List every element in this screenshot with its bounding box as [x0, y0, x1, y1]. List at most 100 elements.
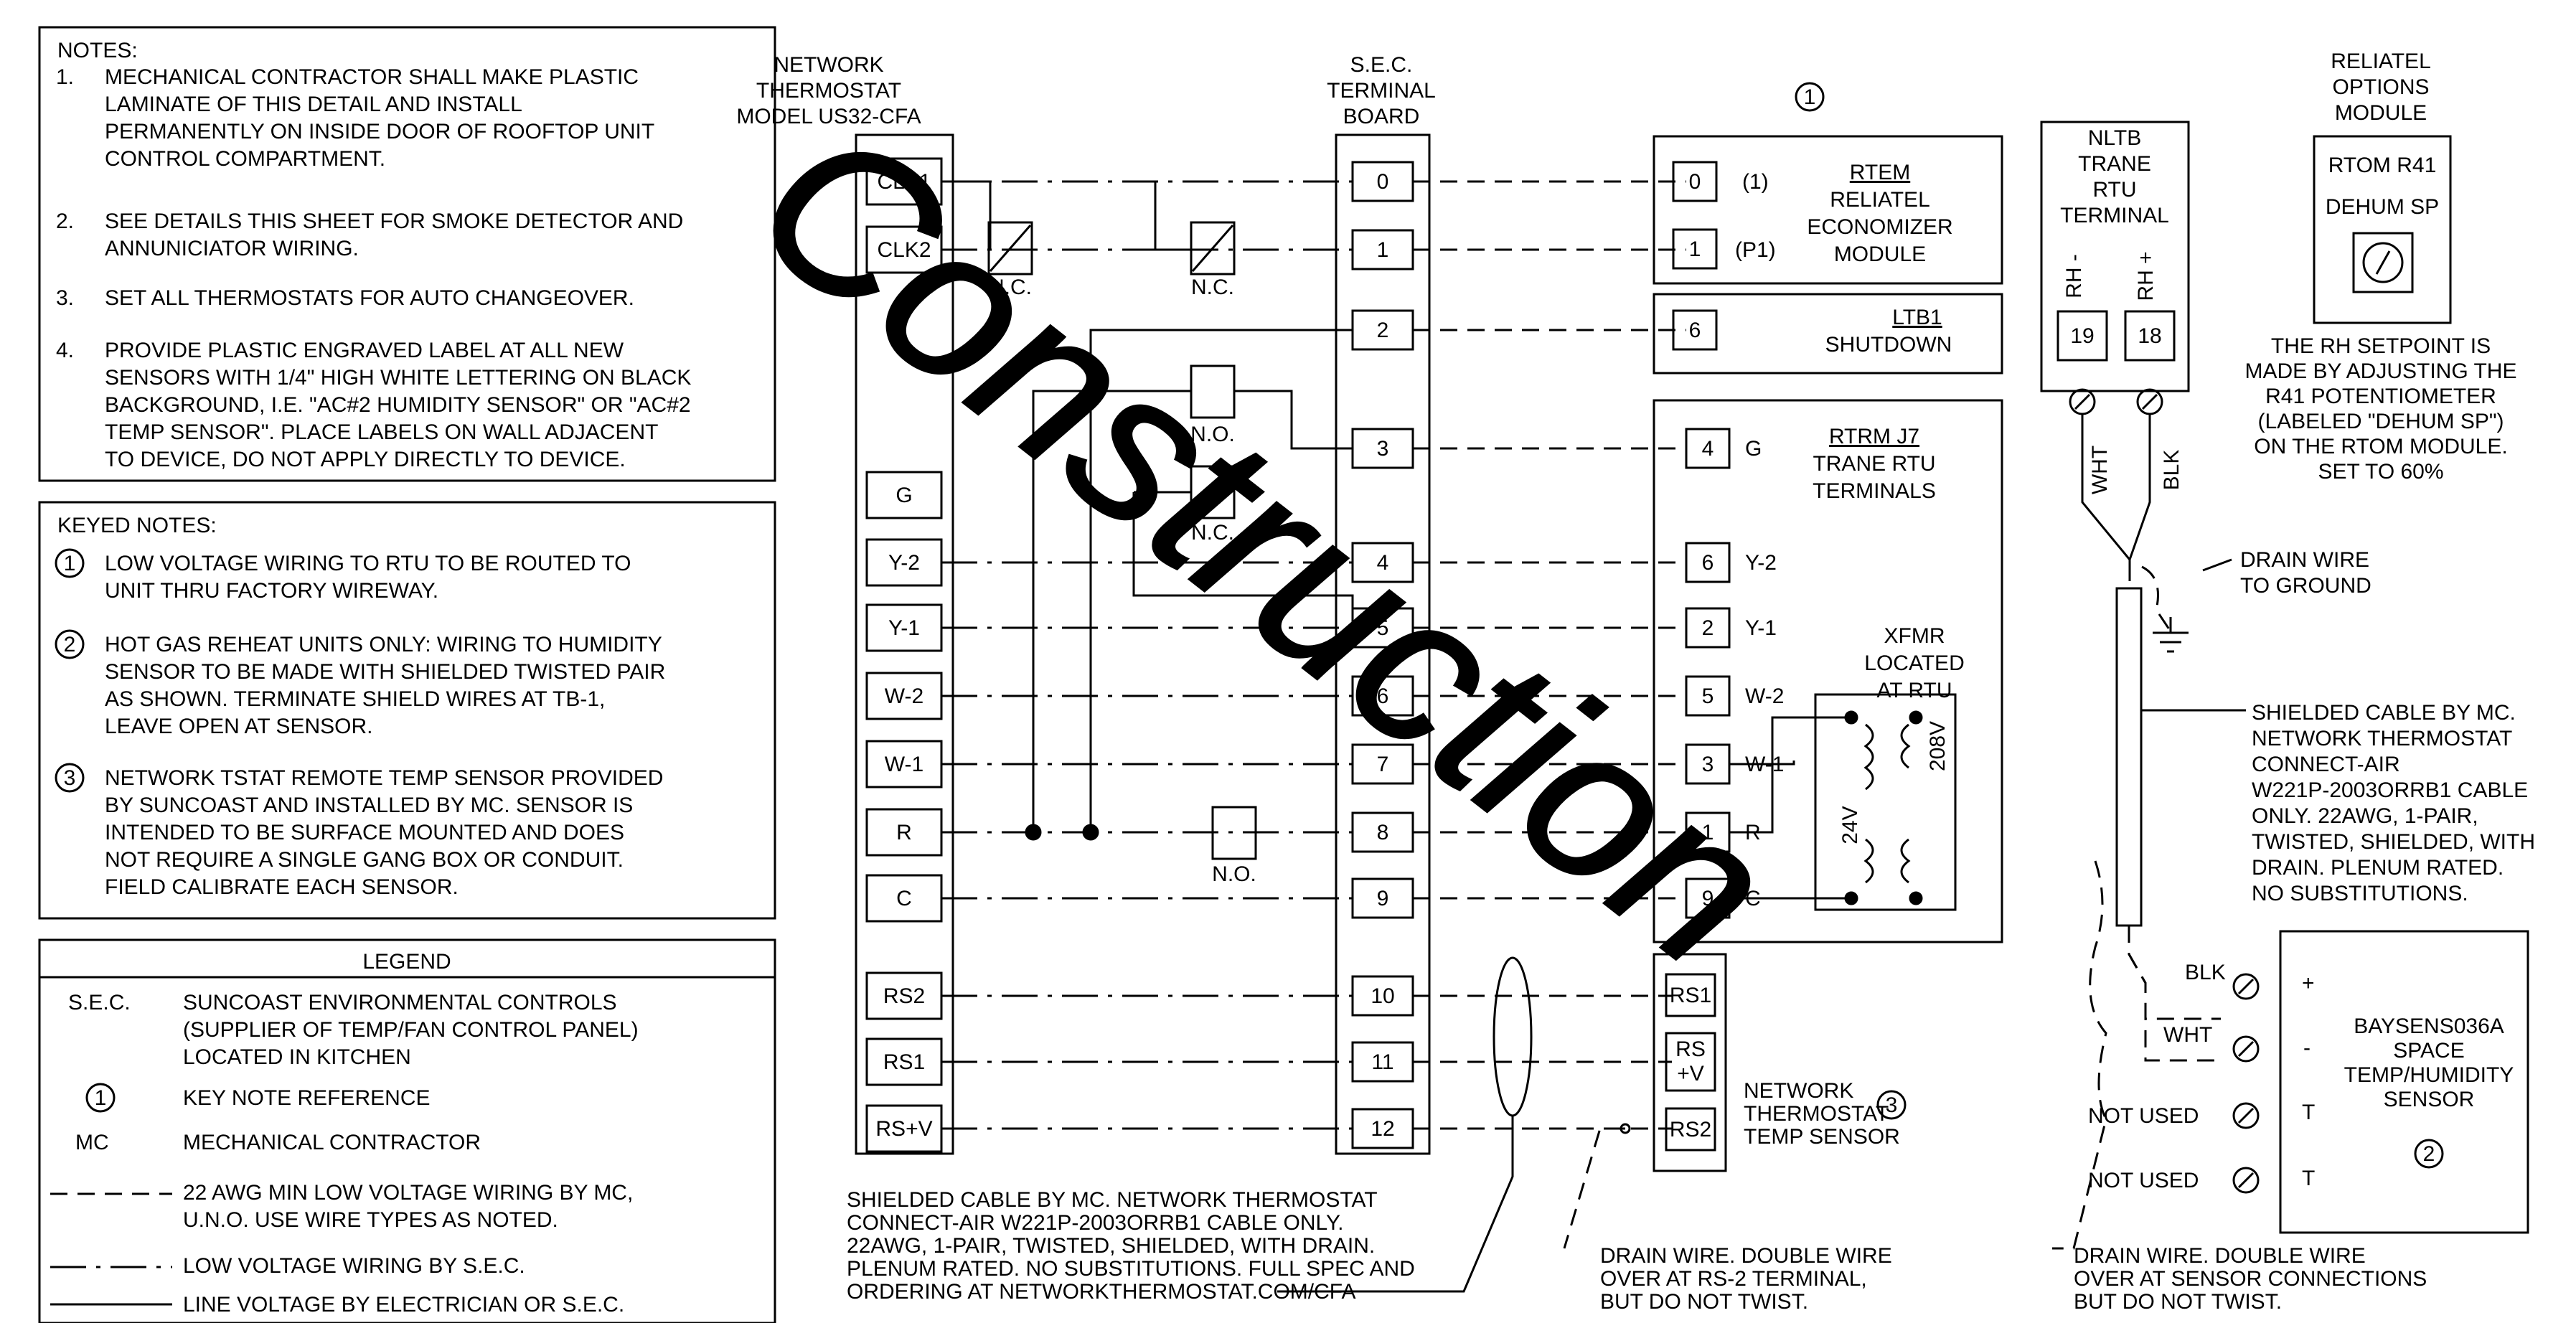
blk-wire	[2128, 415, 2151, 560]
rtrm-title: RTRM J7	[1829, 425, 1919, 448]
rtrm-text: TRANE RTU	[1813, 452, 1935, 476]
nltb-title: RTU	[2092, 178, 2136, 202]
rtrm-tag: Y-1	[1745, 616, 1777, 640]
baysens-title: BAYSENS036A	[2354, 1014, 2504, 1038]
contact-slash	[1191, 469, 1234, 516]
terminal-screw-icon	[2136, 388, 2163, 415]
sec-terminal-1-label: 1	[1377, 238, 1389, 262]
keyed-note-text: HOT GAS REHEAT UNITS ONLY: WIRING TO HUM…	[105, 633, 662, 656]
baysens-not-used: NOT USED	[2088, 1169, 2199, 1192]
sec-terminal-10-label: 10	[1371, 984, 1394, 1008]
sec-terminal-12-label: 12	[1371, 1117, 1394, 1141]
rtrm-terminal-5-label: 5	[1702, 684, 1714, 708]
terminal-screw-icon	[2232, 973, 2260, 1000]
sec-terminal-2-label: 2	[1377, 319, 1389, 342]
baysens-title: SENSOR	[2384, 1088, 2475, 1111]
drain-right-note: BUT DO NOT TWIST.	[2074, 1290, 2282, 1314]
rtem-tag: (1)	[1742, 170, 1769, 194]
note-number: 1.	[56, 65, 74, 89]
nltb-blk: BLK	[2160, 450, 2184, 491]
legend-text: 22 AWG MIN LOW VOLTAGE WIRING BY MC,	[183, 1181, 633, 1205]
thermostat-terminal-clk2-label: CLK2	[877, 238, 931, 262]
rtrm-terminal-1-label: 1	[1702, 821, 1714, 844]
nltb-terminal-19	[2056, 310, 2108, 362]
ltb1-terminal	[1672, 309, 1718, 351]
drain-ground-wire	[2141, 565, 2172, 632]
nltb-wht: WHT	[2088, 446, 2112, 494]
baysens-title: TEMP/HUMIDITY	[2344, 1063, 2514, 1087]
rtrm-terminal-4-label: 4	[1702, 437, 1714, 461]
sec-board-title: S.E.C.	[1350, 53, 1413, 77]
right-cable-note: TWISTED, SHIELDED, WITH	[2252, 830, 2535, 854]
xfmr-label: LOCATED	[1864, 651, 1964, 675]
keyed-notes-box	[38, 501, 776, 920]
xfmr-dot	[1844, 710, 1858, 725]
note-text: SEE DETAILS THIS SHEET FOR SMOKE DETECTO…	[105, 209, 683, 233]
baysens-keynote	[2414, 1139, 2444, 1169]
keyed-note-text: LEAVE OPEN AT SENSOR.	[105, 715, 372, 738]
rtrm-terminal-2	[1685, 607, 1731, 649]
drain-wire-end	[1620, 1123, 1631, 1134]
nltb-terminal-18-label: 18	[2138, 324, 2161, 348]
legend-text: KEY NOTE REFERENCE	[183, 1086, 431, 1110]
contact-slash	[1191, 225, 1234, 272]
sec-board-title: TERMINAL	[1327, 79, 1436, 103]
terminal-screw-slot	[2237, 1107, 2255, 1124]
ltb1-text: SHUTDOWN	[1825, 333, 1952, 357]
drain-right-wire	[2052, 860, 2107, 1250]
keyed-note-text: UNIT THRU FACTORY WIREWAY.	[105, 579, 438, 603]
xfmr-dot	[1909, 710, 1923, 725]
rtrm-tag: R	[1745, 821, 1761, 844]
rtem-terminal-1-label: 1	[1689, 237, 1701, 261]
drain-wire	[1563, 1127, 1625, 1249]
rh-setpoint-note: R41 POTENTIOMETER	[2265, 385, 2496, 408]
nltb-title: NLTB	[2088, 126, 2141, 150]
rtrm-box	[1653, 399, 2003, 943]
contact-label: N.C.	[1191, 521, 1234, 545]
terminal-screw-slot	[2074, 393, 2091, 410]
keyed-note-text: INTENDED TO BE SURFACE MOUNTED AND DOES	[105, 821, 624, 844]
thermostat-title: MODEL US32-CFA	[736, 105, 921, 128]
rh-setpoint-note: SET TO 60%	[2318, 460, 2443, 484]
note-number: 2.	[56, 209, 74, 233]
ltb1-title: LTB1	[1892, 306, 1942, 329]
rtem-tag: (P1)	[1735, 238, 1776, 262]
legend-text: SUNCOAST ENVIRONMENTAL CONTROLS	[183, 991, 617, 1014]
note-text: MECHANICAL CONTRACTOR SHALL MAKE PLASTIC	[105, 65, 639, 89]
reliatel-title: RELIATEL	[2331, 50, 2431, 73]
drain-mid-note: OVER AT RS-2 TERMINAL,	[1600, 1267, 1867, 1291]
rtom-box	[2313, 135, 2452, 324]
note-number: 3.	[56, 286, 74, 310]
baysens-not-used: NOT USED	[2088, 1104, 2199, 1128]
contact-slash	[989, 225, 1032, 272]
reliatel-title: OPTIONS	[2332, 75, 2429, 99]
right-cable-note: ONLY. 22AWG, 1-PAIR,	[2252, 804, 2478, 828]
note-text: TEMP SENSOR". PLACE LABELS ON WALL ADJAC…	[105, 420, 658, 444]
rtrm-terminal-5	[1685, 675, 1731, 717]
note-text: BACKGROUND, I.E. "AC#2 HUMIDITY SENSOR" …	[105, 393, 691, 417]
nltb-terminal-18	[2124, 310, 2176, 362]
xfmr-208v: 208V	[1926, 721, 1950, 771]
legend-text: U.N.O. USE WIRE TYPES AS NOTED.	[183, 1208, 558, 1232]
nltb-title: TRANE	[2078, 152, 2151, 176]
legend-key: S.E.C.	[68, 991, 131, 1014]
rtom-text: RTOM R41	[2328, 154, 2437, 177]
rtrm-terminal-9-label: 9	[1702, 887, 1714, 910]
sensor-keynote-number: 3	[1886, 1093, 1898, 1117]
rtem-box	[1653, 135, 2003, 285]
keyed-note-text: FIELD CALIBRATE EACH SENSOR.	[105, 875, 459, 899]
note-text: PROVIDE PLASTIC ENGRAVED LABEL AT ALL NE…	[105, 339, 624, 362]
rtem-terminal-1	[1672, 228, 1718, 270]
xfmr-24v: 24V	[1838, 806, 1862, 844]
terminal-screw-icon	[2232, 1035, 2260, 1063]
keyed-note-circle-number: 3	[64, 766, 76, 790]
nc-wire-5	[1132, 492, 1354, 628]
keyed-note-circle	[55, 763, 85, 793]
legend-text: MECHANICAL CONTRACTOR	[183, 1131, 481, 1154]
legend-text: LOW VOLTAGE WIRING BY S.E.C.	[183, 1254, 525, 1278]
notes-title: NOTES:	[57, 39, 138, 62]
legend-box	[38, 938, 776, 1323]
ltb1-terminal-label: 6	[1689, 319, 1701, 342]
baysens-keynote-number: 2	[2423, 1142, 2435, 1166]
drain-mid-note: BUT DO NOT TWIST.	[1600, 1290, 1808, 1314]
